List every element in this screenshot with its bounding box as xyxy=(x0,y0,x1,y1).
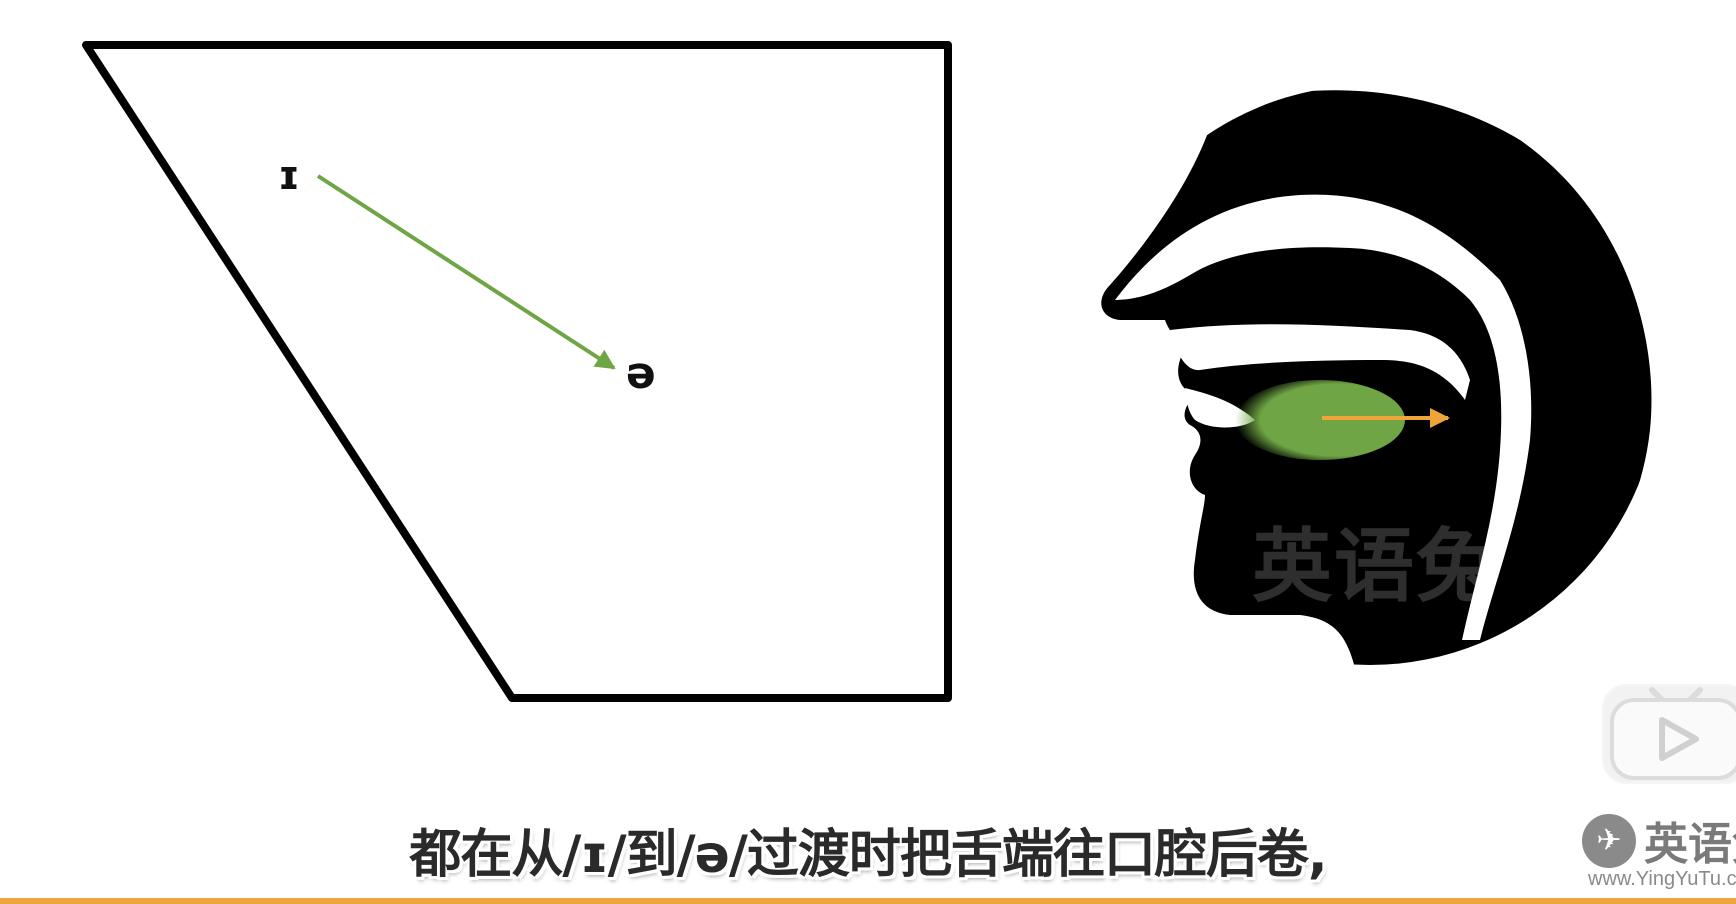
airway xyxy=(1115,194,1532,640)
subtitle-caption: 都在从/ɪ/到/ə/过渡时把舌端往口腔后卷, xyxy=(409,825,1327,885)
vowel-symbol-start: ɪ xyxy=(278,153,300,199)
accent-bar xyxy=(0,898,1736,904)
vowel-symbol-end: ə xyxy=(626,348,656,399)
bilibili-play-icon[interactable] xyxy=(1604,686,1736,782)
brand-name: 英语兔 xyxy=(1644,819,1736,870)
watermark-text: 英语兔 xyxy=(1252,519,1498,613)
glide-arrow xyxy=(316,174,616,370)
rabbit-icon: ✈ xyxy=(1582,814,1636,868)
brand-url: www.YingYuTu.com xyxy=(1588,868,1736,890)
vowel-quadrilateral xyxy=(82,41,952,702)
tongue-tip-highlight xyxy=(1235,380,1405,460)
mouth-cross-section xyxy=(1101,90,1652,665)
brand-logo: ✈ 英语兔 www.YingYuTu.com xyxy=(1582,808,1736,904)
oral-cavity xyxy=(1170,324,1470,400)
